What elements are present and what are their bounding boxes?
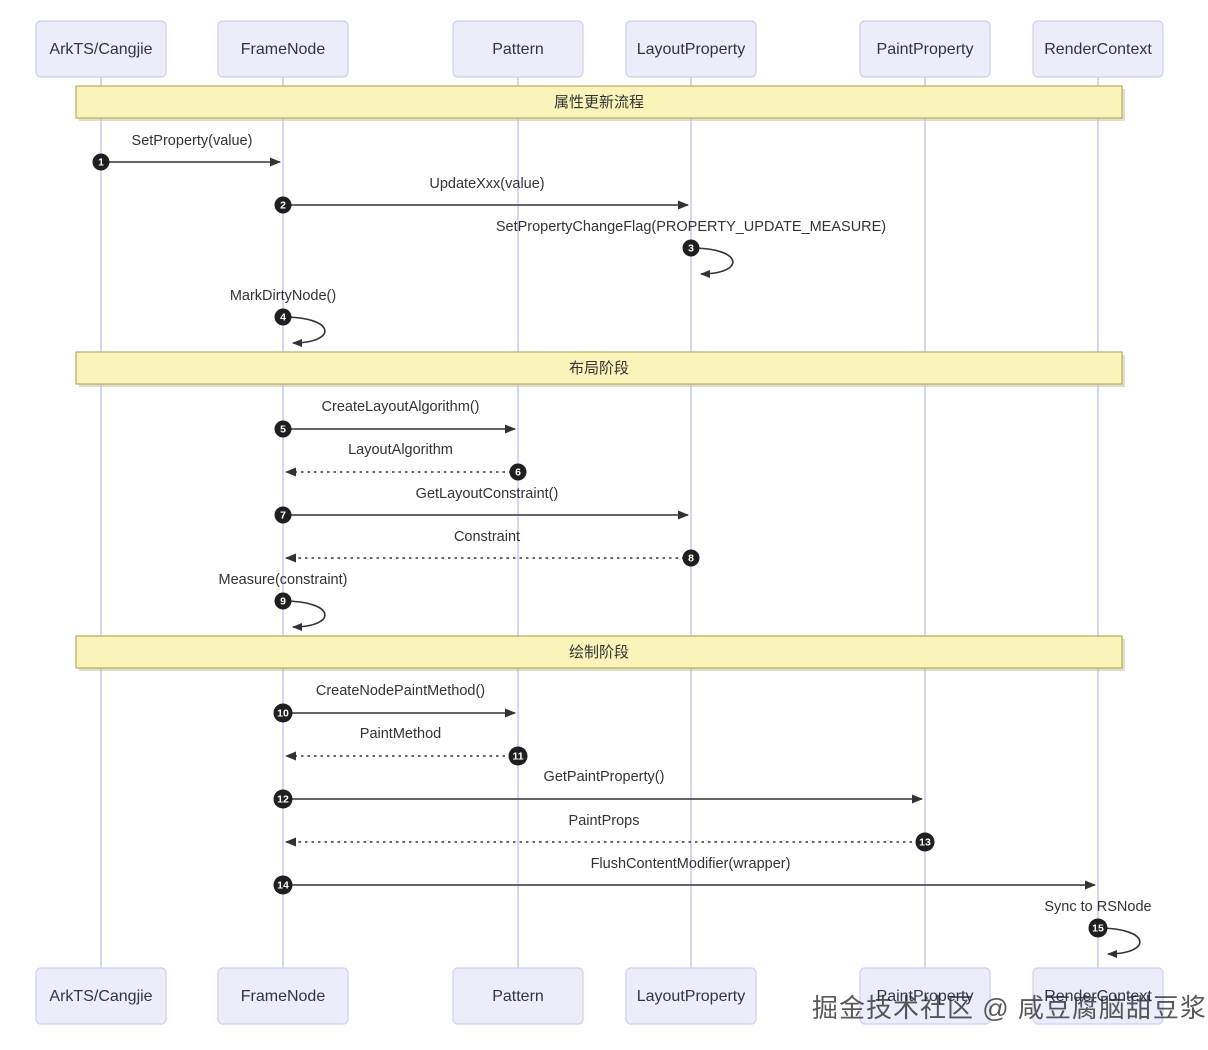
sequence-marker-10: 10: [273, 703, 293, 723]
message-label: MarkDirtyNode(): [230, 288, 336, 304]
phase-band-label: 属性更新流程: [554, 94, 644, 111]
svg-text:14: 14: [277, 880, 289, 892]
sequence-marker-4: 4: [274, 308, 292, 326]
svg-text:8: 8: [688, 553, 694, 565]
message-label: CreateNodePaintMethod(): [316, 683, 485, 699]
message-14: FlushContentModifier(wrapper) 14: [273, 856, 1096, 895]
message-12: GetPaintProperty() 12: [273, 769, 923, 809]
svg-text:6: 6: [515, 467, 521, 479]
participant-layoutprop-top[interactable]: LayoutProperty: [625, 20, 757, 78]
participant-label: PaintProperty: [877, 41, 974, 58]
sequence-marker-12: 12: [273, 789, 293, 809]
phase-band-label: 绘制阶段: [569, 644, 629, 661]
svg-text:4: 4: [280, 312, 286, 324]
sequence-marker-15: 15: [1088, 918, 1108, 938]
participant-label: FrameNode: [241, 41, 326, 58]
message-label: Measure(constraint): [219, 572, 348, 588]
sequence-marker-14: 14: [273, 875, 293, 895]
sequence-marker-5: 5: [274, 420, 292, 438]
phase-band-phase-2: 布局阶段: [75, 351, 1125, 387]
message-11: PaintMethod 11: [285, 726, 528, 766]
participant-label: ArkTS/Cangjie: [49, 988, 152, 1005]
message-3: SetPropertyChangeFlag(PROPERTY_UPDATE_ME…: [496, 219, 886, 278]
message-8: Constraint 8: [285, 529, 700, 567]
participant-pattern-bottom[interactable]: Pattern: [452, 967, 584, 1025]
svg-text:11: 11: [512, 751, 523, 763]
message-15: Sync to RSNode 15: [1044, 899, 1152, 958]
message-5: CreateLayoutAlgorithm() 5: [274, 399, 516, 438]
participant-rendercxt-top[interactable]: RenderContext: [1032, 20, 1164, 78]
message-label: CreateLayoutAlgorithm(): [322, 399, 480, 415]
participant-rendercxt-bottom[interactable]: RenderContext: [1032, 967, 1164, 1025]
participant-arkts-top[interactable]: ArkTS/Cangjie: [35, 20, 167, 78]
participant-framenode-top[interactable]: FrameNode: [217, 20, 349, 78]
participant-paintprop-bottom[interactable]: PaintProperty: [859, 967, 991, 1025]
participant-label: LayoutProperty: [637, 41, 746, 58]
participants-top-layer: ArkTS/Cangjie FrameNode Pattern LayoutPrope…: [35, 20, 1164, 78]
message-label: PaintProps: [569, 813, 640, 829]
participant-label: ArkTS/Cangjie: [49, 41, 152, 58]
participant-label: RenderContext: [1044, 988, 1152, 1005]
message-10: CreateNodePaintMethod() 10: [273, 683, 516, 723]
message-label: SetProperty(value): [132, 133, 253, 149]
participant-label: PaintProperty: [877, 988, 974, 1005]
svg-text:10: 10: [277, 708, 289, 720]
sequence-marker-11: 11: [508, 746, 528, 766]
message-label: SetPropertyChangeFlag(PROPERTY_UPDATE_ME…: [496, 219, 886, 235]
sequence-marker-1: 1: [92, 153, 110, 171]
message-1: SetProperty(value) 1: [92, 133, 281, 171]
svg-text:7: 7: [280, 510, 286, 522]
participant-paintprop-top[interactable]: PaintProperty: [859, 20, 991, 78]
participant-label: LayoutProperty: [637, 988, 746, 1005]
message-label: PaintMethod: [360, 726, 441, 742]
message-label: UpdateXxx(value): [429, 176, 544, 192]
message-label: GetPaintProperty(): [544, 769, 665, 785]
phase-band-phase-1: 属性更新流程: [75, 85, 1125, 121]
participant-framenode-bottom[interactable]: FrameNode: [217, 967, 349, 1025]
svg-text:13: 13: [919, 837, 931, 849]
svg-text:3: 3: [688, 243, 694, 255]
svg-text:5: 5: [280, 424, 286, 436]
svg-text:2: 2: [280, 200, 286, 212]
messages-layer: SetProperty(value)1UpdateXxx(value)2SetP…: [92, 133, 1152, 958]
participant-label: Pattern: [492, 41, 544, 58]
participant-label: Pattern: [492, 988, 544, 1005]
sequence-marker-13: 13: [915, 832, 935, 852]
message-label: LayoutAlgorithm: [348, 442, 453, 458]
message-2: UpdateXxx(value) 2: [274, 176, 689, 214]
message-13: PaintProps 13: [285, 813, 935, 852]
message-label: Sync to RSNode: [1044, 899, 1151, 915]
participants-bottom-layer: ArkTS/Cangjie FrameNode Pattern LayoutPrope…: [35, 967, 1164, 1025]
svg-text:12: 12: [277, 794, 289, 806]
participant-label: FrameNode: [241, 988, 326, 1005]
participant-layoutprop-bottom[interactable]: LayoutProperty: [625, 967, 757, 1025]
message-7: GetLayoutConstraint() 7: [274, 486, 689, 524]
sequence-marker-3: 3: [682, 239, 700, 257]
lifelines-layer: [100, 77, 1099, 968]
message-4: MarkDirtyNode() 4: [230, 288, 336, 347]
participant-pattern-top[interactable]: Pattern: [452, 20, 584, 78]
participant-label: RenderContext: [1044, 41, 1152, 58]
message-6: LayoutAlgorithm 6: [285, 442, 527, 481]
sequence-marker-6: 6: [509, 463, 527, 481]
participant-arkts-bottom[interactable]: ArkTS/Cangjie: [35, 967, 167, 1025]
message-label: GetLayoutConstraint(): [416, 486, 559, 502]
svg-text:15: 15: [1092, 923, 1104, 935]
message-9: Measure(constraint) 9: [219, 572, 348, 631]
phase-band-label: 布局阶段: [569, 360, 629, 377]
message-label: FlushContentModifier(wrapper): [591, 856, 791, 872]
sequence-marker-2: 2: [274, 196, 292, 214]
phase-band-phase-3: 绘制阶段: [75, 635, 1125, 671]
sequence-marker-7: 7: [274, 506, 292, 524]
svg-text:9: 9: [280, 596, 286, 608]
message-label: Constraint: [454, 529, 520, 545]
sequence-marker-8: 8: [682, 549, 700, 567]
svg-text:1: 1: [98, 157, 104, 169]
sequence-marker-9: 9: [274, 592, 292, 610]
